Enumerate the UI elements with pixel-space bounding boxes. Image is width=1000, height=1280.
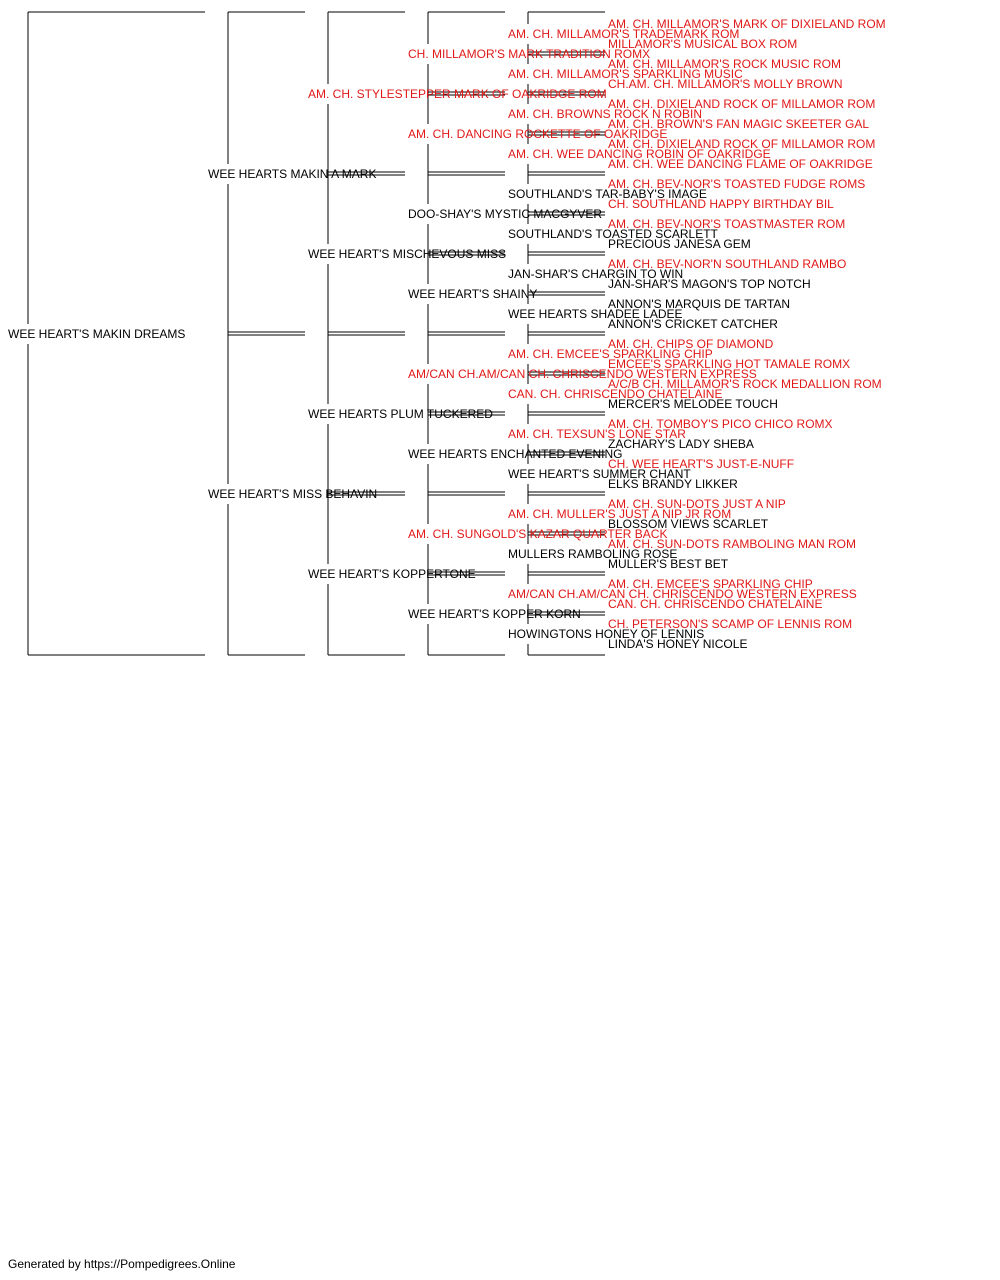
pedigree-name-gen5: AM. CH. WEE DANCING FLAME OF OAKRIDGE bbox=[608, 157, 873, 171]
pedigree-name-gen5: AM. CH. CHIPS OF DIAMOND bbox=[608, 337, 774, 351]
pedigree-name-gen4: WEE HEART'S SUMMER CHANT bbox=[508, 467, 691, 481]
pedigree-name-gen5: AM. CH. BEV-NOR'S TOASTED FUDGE ROMS bbox=[608, 177, 866, 191]
pedigree-name-gen5: AM. CH. DIXIELAND ROCK OF MILLAMOR ROM bbox=[608, 97, 876, 111]
pedigree-name-gen5: ANNON'S CRICKET CATCHER bbox=[608, 317, 778, 331]
pedigree-name-gen4: SOUTHLAND'S TOASTED SCARLETT bbox=[508, 227, 718, 241]
pedigree-name-gen4: CAN. CH. CHRISCENDO CHATELAINE bbox=[508, 387, 723, 401]
pedigree-name-gen3: AM/CAN CH.AM/CAN CH. CHRISCENDO WESTERN … bbox=[408, 367, 757, 381]
pedigree-name-gen4: AM. CH. BROWNS ROCK N ROBIN bbox=[508, 107, 703, 121]
pedigree-name-gen3: DOO-SHAY'S MYSTIC MACGYVER bbox=[408, 207, 603, 221]
pedigree-name-gen4: AM. CH. TEXSUN'S LONE STAR bbox=[508, 427, 686, 441]
pedigree-name-gen3: WEE HEARTS ENCHANTED EVENING bbox=[408, 447, 623, 461]
pedigree-name-gen4: AM. CH. MILLAMOR'S SPARKLING MUSIC bbox=[508, 67, 743, 81]
pedigree-name-gen2: WEE HEART'S MISCHEVOUS MISS bbox=[308, 247, 507, 261]
pedigree-name-gen4: AM. CH. EMCEE'S SPARKLING CHIP bbox=[508, 347, 713, 361]
pedigree-name-gen1: WEE HEART'S MISS BEHAVIN bbox=[208, 487, 378, 501]
pedigree-name-gen5: CH. SOUTHLAND HAPPY BIRTHDAY BIL bbox=[608, 197, 834, 211]
pedigree-name-gen4: HOWINGTONS HONEY OF LENNIS bbox=[508, 627, 705, 641]
pedigree-name-gen3: WEE HEART'S KOPPER KORN bbox=[408, 607, 581, 621]
pedigree-name-gen3: CH. MILLAMOR'S MARK TRADITION ROMX bbox=[408, 47, 651, 61]
pedigree-name-gen4: AM. CH. WEE DANCING ROBIN OF OAKRIDGE bbox=[508, 147, 771, 161]
pedigree-name-gen2: WEE HEART'S KOPPERTONE bbox=[308, 567, 476, 581]
pedigree-name-gen4: AM. CH. MILLAMOR'S TRADEMARK ROM bbox=[508, 27, 740, 41]
pedigree-name-gen5: ZACHARY'S LADY SHEBA bbox=[608, 437, 754, 451]
pedigree-name-gen5: BLOSSOM VIEWS SCARLET bbox=[608, 517, 769, 531]
pedigree-name-gen5: LINDA'S HONEY NICOLE bbox=[608, 637, 748, 651]
pedigree-name-gen4: WEE HEARTS SHADEE LADEE bbox=[508, 307, 683, 321]
pedigree-name-gen4: AM/CAN CH.AM/CAN CH. CHRISCENDO WESTERN … bbox=[508, 587, 857, 601]
pedigree-name-gen5: AM. CH. SUN-DOTS RAMBOLING MAN ROM bbox=[608, 537, 857, 551]
pedigree-name-gen5: EMCEE'S SPARKLING HOT TAMALE ROMX bbox=[608, 357, 851, 371]
pedigree-name-gen5: PRECIOUS JANESA GEM bbox=[608, 237, 751, 251]
pedigree-name-gen4: AM. CH. MULLER'S JUST A NIP JR ROM bbox=[508, 507, 732, 521]
pedigree-name-gen5: ANNON'S MARQUIS DE TARTAN bbox=[608, 297, 791, 311]
pedigree-name-gen5: MERCER'S MELODEE TOUCH bbox=[608, 397, 778, 411]
pedigree-name-gen5: AM. CH. MILLAMOR'S MARK OF DIXIELAND ROM bbox=[608, 17, 886, 31]
pedigree-name-gen5: AM. CH. BROWN'S FAN MAGIC SKEETER GAL bbox=[608, 117, 869, 131]
pedigree-name-gen3: WEE HEART'S SHAINY bbox=[408, 287, 538, 301]
pedigree-name-gen5: AM. CH. MILLAMOR'S ROCK MUSIC ROM bbox=[608, 57, 841, 71]
pedigree-name-gen3: AM. CH. SUNGOLD'S KAZAR QUARTER BACK bbox=[408, 527, 668, 541]
pedigree-name-gen5: AM. CH. EMCEE'S SPARKLING CHIP bbox=[608, 577, 813, 591]
pedigree-name-gen5: AM. CH. DIXIELAND ROCK OF MILLAMOR ROM bbox=[608, 137, 876, 151]
pedigree-name-gen4: JAN-SHAR'S CHARGIN TO WIN bbox=[508, 267, 684, 281]
pedigree-name-gen5: CH. PETERSON'S SCAMP OF LENNIS ROM bbox=[608, 617, 853, 631]
pedigree-name-gen2: AM. CH. STYLESTEPPER MARK OF OAKRIDGE RO… bbox=[308, 87, 607, 101]
pedigree-name-gen4: MULLERS RAMBOLING ROSE bbox=[508, 547, 678, 561]
pedigree-name-gen5: A/C/B CH. MILLAMOR'S ROCK MEDALLION ROM bbox=[608, 377, 882, 391]
pedigree-name-gen0: WEE HEART'S MAKIN DREAMS bbox=[8, 327, 186, 341]
pedigree-name-gen5: AM. CH. SUN-DOTS JUST A NIP bbox=[608, 497, 786, 511]
pedigree-name-gen5: CH.AM. CH. MILLAMOR'S MOLLY BROWN bbox=[608, 77, 843, 91]
pedigree-name-gen4: SOUTHLAND'S TAR-BABY'S IMAGE bbox=[508, 187, 707, 201]
pedigree-name-gen5: ELKS BRANDY LIKKER bbox=[608, 477, 738, 491]
pedigree-name-gen2: WEE HEARTS PLUM TUCKERED bbox=[308, 407, 493, 421]
pedigree-name-gen5: MULLER'S BEST BET bbox=[608, 557, 729, 571]
pedigree-name-gen5: MILLAMOR'S MUSICAL BOX ROM bbox=[608, 37, 798, 51]
pedigree-name-gen5: CH. WEE HEART'S JUST-E-NUFF bbox=[608, 457, 795, 471]
pedigree-name-gen5: CAN. CH. CHRISCENDO CHATELAINE bbox=[608, 597, 823, 611]
pedigree-name-gen3: AM. CH. DANCING ROCKETTE OF OAKRIDGE bbox=[408, 127, 668, 141]
pedigree-name-gen5: JAN-SHAR'S MAGON'S TOP NOTCH bbox=[608, 277, 811, 291]
pedigree-name-gen1: WEE HEARTS MAKIN A MARK bbox=[208, 167, 377, 181]
footer-credit: Generated by https://Pompedigrees.Online bbox=[8, 1257, 236, 1271]
pedigree-name-gen5: AM. CH. TOMBOY'S PICO CHICO ROMX bbox=[608, 417, 833, 431]
pedigree-name-gen5: AM. CH. BEV-NOR'S TOASTMASTER ROM bbox=[608, 217, 846, 231]
pedigree-name-gen5: AM. CH. BEV-NOR'N SOUTHLAND RAMBO bbox=[608, 257, 847, 271]
